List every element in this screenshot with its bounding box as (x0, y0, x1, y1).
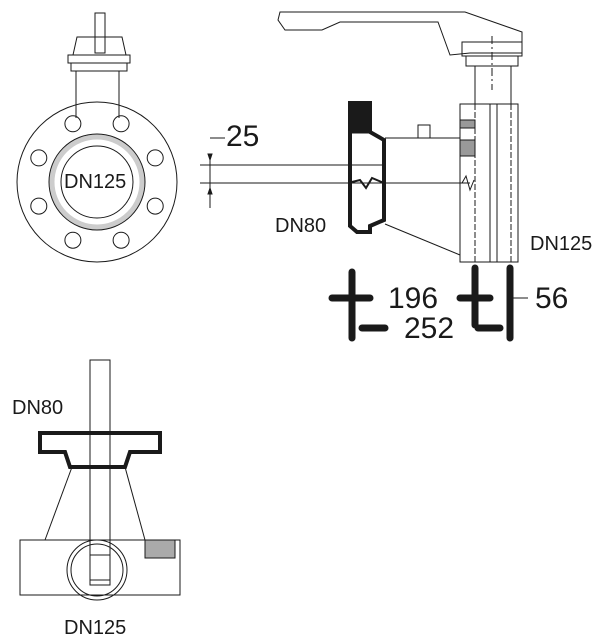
bolt-hole (64, 231, 82, 249)
bolt-hole (146, 149, 164, 167)
front-view-size-label: DN125 (64, 171, 127, 193)
bottom-view (19, 359, 181, 601)
bolt-hole (64, 115, 82, 133)
bolt-hole (30, 149, 48, 167)
side-inlet-label: DN80 (275, 215, 327, 237)
dimension-56: 56 (535, 282, 569, 315)
dimension-252: 252 (404, 312, 455, 345)
bolt-hole (112, 115, 130, 133)
bottom-inlet-label: DN80 (12, 397, 64, 419)
handle (277, 11, 523, 56)
dimension-196: 196 (388, 282, 439, 315)
side-outlet-label: DN125 (530, 233, 593, 255)
front-view (16, 12, 178, 263)
bottom-outlet-label: DN125 (64, 617, 127, 639)
bolt-hole (112, 231, 130, 249)
offset-dimension-label: 25 (226, 120, 260, 153)
side-view (200, 11, 528, 342)
bolt-hole (30, 197, 48, 215)
bolt-hole (146, 197, 164, 215)
